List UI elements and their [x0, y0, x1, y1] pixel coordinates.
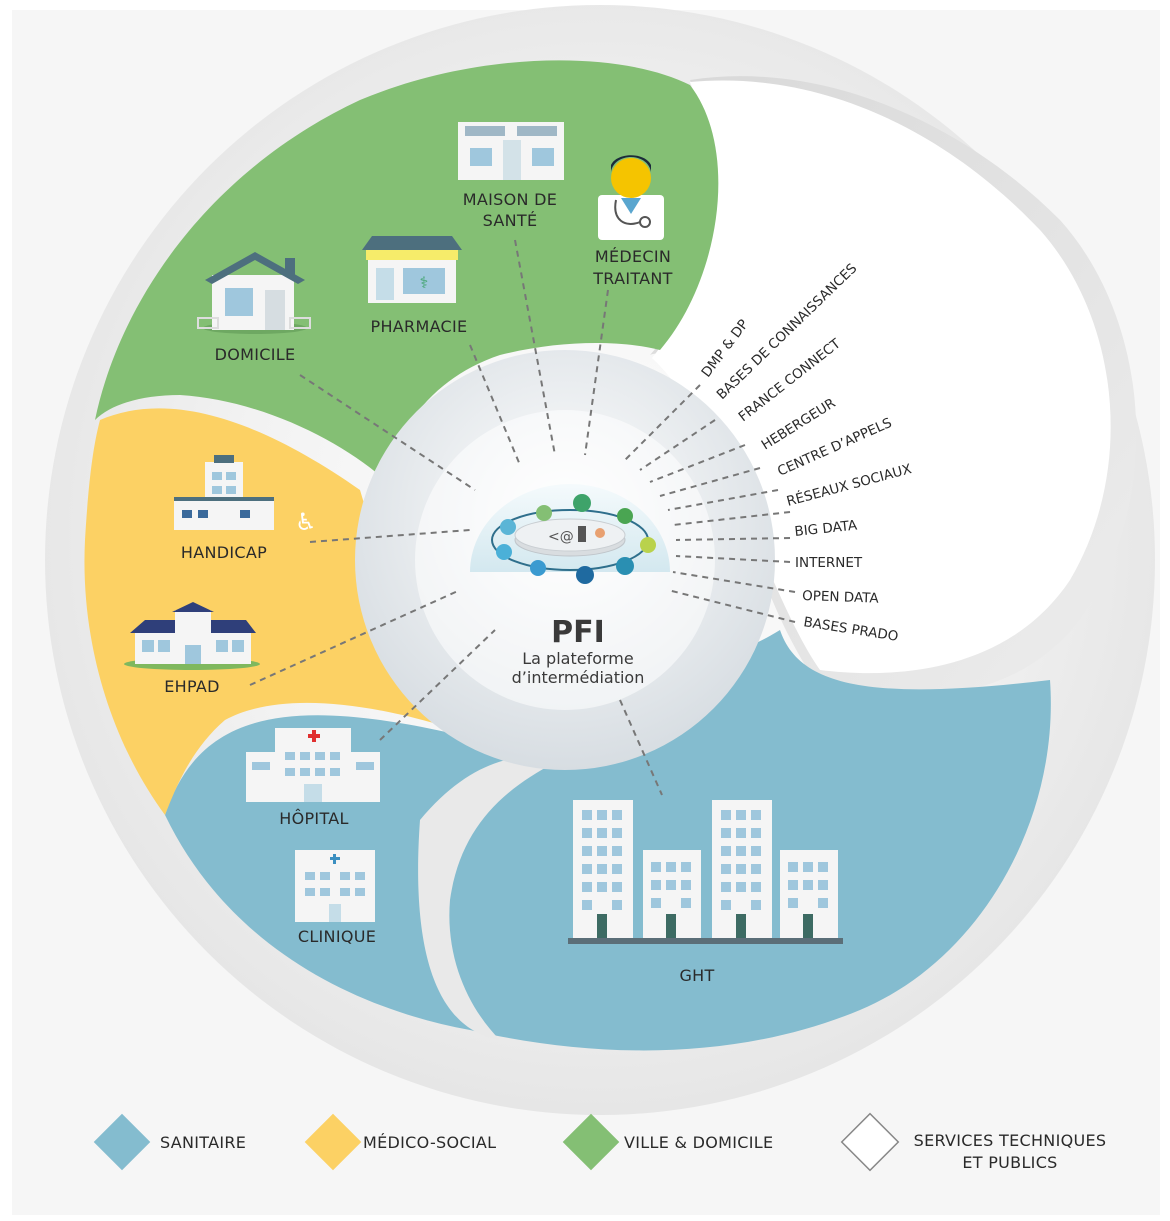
label-clinique: CLINIQUE: [298, 927, 376, 946]
handicap-building-icon: [174, 455, 274, 530]
sanitaire-fold: [418, 756, 560, 1040]
label-maison-line2: SANTÉ: [483, 211, 538, 230]
service-open-data: OPEN DATA: [802, 588, 880, 607]
service-big-data: BIG DATA: [794, 517, 859, 540]
label-medecin-line2: TRAITANT: [592, 269, 673, 288]
hospital-building-icon: [246, 728, 380, 802]
label-domicile: DOMICILE: [215, 345, 296, 364]
label-ehpad: EHPAD: [164, 677, 220, 696]
clinic-building-icon: [295, 850, 375, 922]
legend-label-services-line1: SERVICES TECHNIQUES: [914, 1131, 1107, 1150]
doctor-icon: [598, 155, 664, 240]
pharmacy-icon: ⚕: [362, 236, 462, 303]
wheelchair-icon: ♿: [295, 508, 317, 536]
service-internet: INTERNET: [795, 555, 863, 571]
label-hopital: HÔPITAL: [279, 809, 348, 828]
pfi-subtitle-line1: La plateforme: [522, 649, 633, 668]
pfi-title: PFI: [551, 615, 605, 650]
label-ght: GHT: [679, 966, 714, 985]
connector-lines: [249, 239, 796, 796]
label-maison-line1: MAISON DE: [463, 190, 557, 209]
label-pharmacie: PHARMACIE: [371, 317, 468, 336]
label-medecin-line1: MÉDECIN: [595, 247, 671, 266]
legend-swatch-ville-domicile: [562, 1113, 620, 1171]
legend-label-services-line2: ET PUBLICS: [962, 1153, 1057, 1172]
legend: SANITAIRE MÉDICO-SOCIAL VILLE & DOMICILE…: [93, 1112, 1107, 1172]
health-center-icon: [458, 122, 564, 180]
legend-label-sanitaire: SANITAIRE: [160, 1133, 246, 1152]
pfi-dome: <@: [470, 484, 670, 584]
legend-swatch-medico-social: [304, 1113, 362, 1171]
label-handicap: HANDICAP: [181, 543, 267, 562]
legend-label-medico-social: MÉDICO-SOCIAL: [363, 1133, 496, 1152]
legend-swatch-services: [840, 1112, 900, 1172]
svg-text:⚕: ⚕: [420, 273, 429, 292]
legend-swatch-sanitaire: [93, 1113, 151, 1171]
house-icon: [197, 252, 311, 334]
pfi-subtitle-line2: d’intermédiation: [512, 668, 645, 687]
svg-text:<@: <@: [548, 529, 574, 545]
ght-buildings-icon: [568, 800, 843, 944]
legend-label-ville-domicile: VILLE & DOMICILE: [624, 1133, 773, 1152]
ehpad-building-icon: [124, 602, 260, 670]
